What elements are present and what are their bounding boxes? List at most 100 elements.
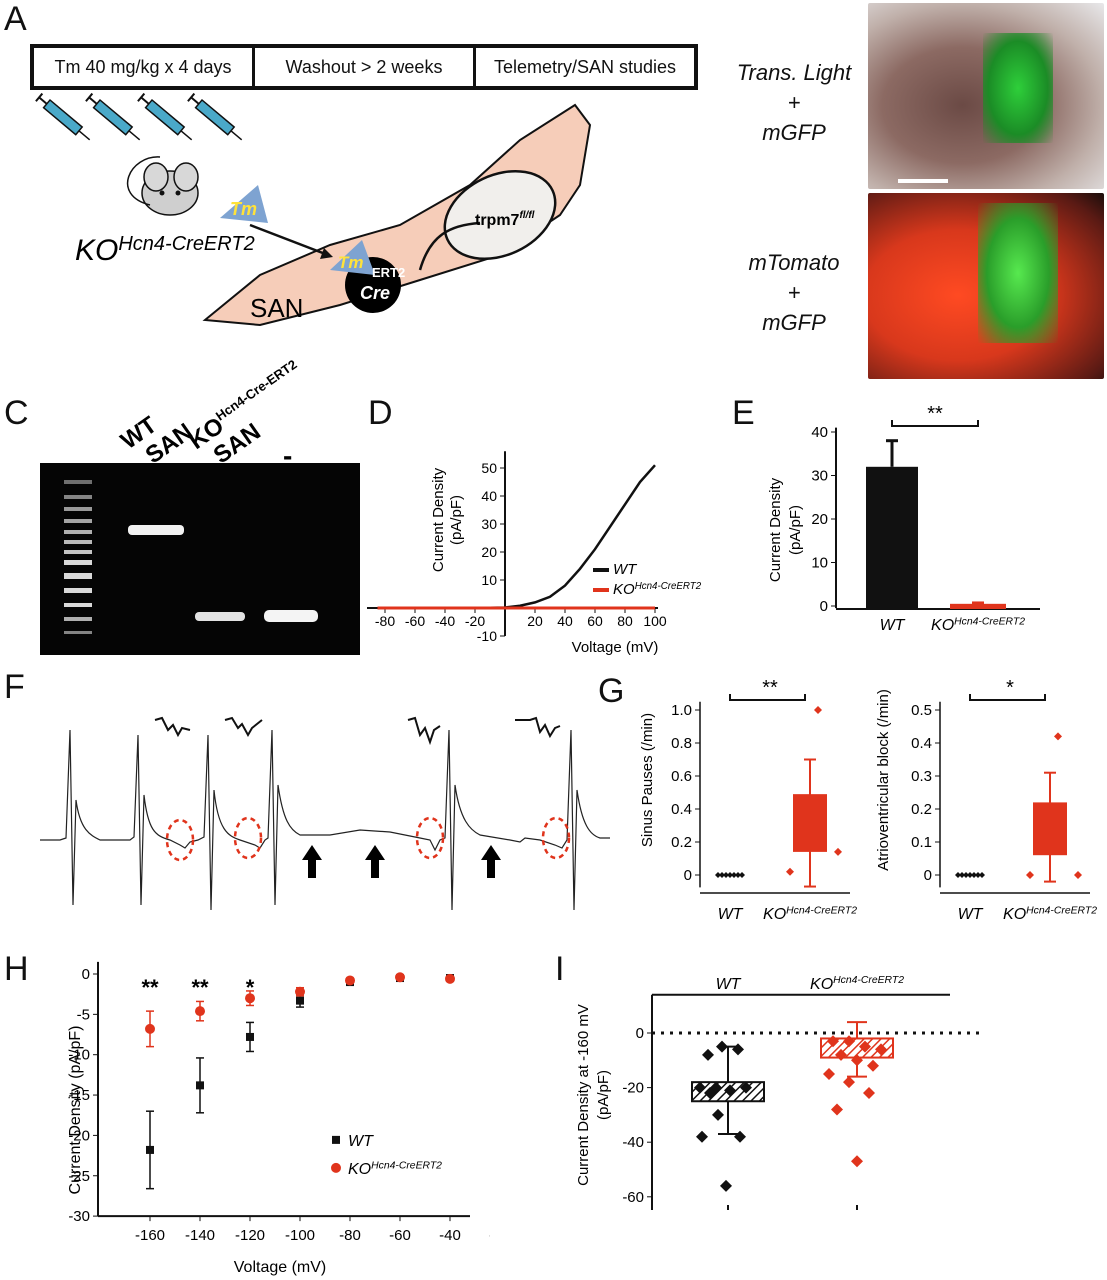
wt-point: [723, 872, 729, 878]
mtomato-label: mTomato+mGFP: [748, 250, 840, 335]
y-tick-label: 40: [811, 424, 828, 441]
wt-point: [719, 872, 725, 878]
x-tick-label: 40: [557, 613, 573, 629]
y-tick-label: 40: [481, 488, 497, 504]
ko-point: [867, 1059, 879, 1072]
ko-point: [831, 1103, 843, 1116]
wt-point: [146, 1145, 154, 1154]
gel-image: [40, 463, 360, 655]
bar-WT: [866, 466, 918, 609]
mouse-genotype-label: KOHcn4-CreERT2: [75, 233, 255, 267]
significance-label: **: [927, 403, 943, 425]
tm-triangle-icon: [220, 185, 268, 223]
y-tick-label: 0.4: [671, 801, 692, 818]
panel-label-i: I: [555, 950, 565, 988]
y-tick-label: -10: [477, 628, 497, 644]
wt-point: [735, 872, 741, 878]
legend-label: WT: [613, 561, 638, 578]
y-axis-label: (pA/pF): [787, 505, 804, 555]
y-tick-label: -30: [68, 1208, 90, 1225]
protocol-step: Washout > 2 weeks: [255, 48, 476, 86]
ert2-label: ERT2: [372, 265, 405, 280]
ko-point: [1026, 871, 1034, 879]
x-category-label: KOHcn4-CreERT2: [763, 905, 857, 923]
y-tick-label: 0: [82, 966, 90, 983]
ko-point: [245, 993, 255, 1004]
protocol-timeline: Tm 40 mg/kg x 4 days Washout > 2 weeks T…: [30, 44, 698, 90]
wt-point: [963, 872, 969, 878]
x-tick-label: -40: [435, 613, 455, 629]
ko-point: [834, 847, 842, 856]
ko-point: [851, 1155, 863, 1168]
cre-label: Cre: [360, 283, 390, 303]
y-axis-label: Current Density: [430, 467, 447, 572]
x-axis-label: Voltage (mV): [572, 639, 659, 656]
significance-label: **: [141, 975, 159, 1000]
y-tick-label: -60: [622, 1189, 644, 1206]
x-tick-label: -60: [389, 1227, 411, 1244]
panel-label-d: D: [368, 394, 393, 432]
y-axis-label: Current Density at -160 mV: [575, 1004, 592, 1186]
y-tick-label: 0: [820, 598, 828, 615]
significance-label: *: [1006, 677, 1014, 699]
wt-point: [734, 1130, 746, 1143]
wt-point: [740, 1081, 752, 1094]
wt-band: [128, 525, 184, 535]
wt-point: [731, 872, 737, 878]
ko-point: [875, 1043, 887, 1056]
scale-bar: [898, 179, 948, 183]
x-tick-label: -20: [489, 1227, 490, 1244]
ko-point: [786, 867, 794, 876]
gene-label: trpm7fl/fl: [475, 210, 535, 229]
x-category-label: WT: [958, 906, 984, 923]
significance-bracket: [891, 420, 979, 427]
x-category-label: KOHcn4-CreERT2: [810, 975, 904, 993]
y-axis-label: (pA/pF): [595, 1070, 612, 1120]
wt-point: [704, 1087, 716, 1100]
y-tick-label: 10: [481, 572, 497, 588]
x-axis-label: Voltage (mV): [234, 1259, 326, 1276]
x-category-label: WT: [880, 617, 906, 634]
y-tick-label: 30: [481, 516, 497, 532]
p-wave-marker: [165, 816, 571, 862]
panel-label-f: F: [4, 668, 25, 706]
mouse-icon: [127, 156, 199, 216]
y-tick-label: -15: [68, 1087, 90, 1104]
ko-point: [863, 1087, 875, 1100]
panel-label-h: H: [4, 950, 29, 988]
legend-label: KOHcn4-CreERT2: [348, 1160, 442, 1178]
y-tick-label: 0.3: [911, 768, 932, 785]
syringe-icon: [35, 92, 91, 141]
arrow-icon: [249, 223, 329, 257]
ko-point: [843, 1076, 855, 1089]
panel-c-gel: WTSAN KOHcn4-Cre-ERT2SAN -: [40, 357, 360, 655]
y-tick-label: 50: [481, 460, 497, 476]
panel-a-schematic: SAN trpm7fl/fl Cre Tm ERT2 Tm KOHcn4-Cre…: [35, 92, 592, 327]
trans-light-label: Trans. Light+mGFP: [736, 60, 852, 145]
ko-point: [814, 706, 822, 714]
p-wave-inset: [154, 716, 561, 746]
x-tick-label: -160: [135, 1227, 165, 1244]
lane2-label: KOHcn4-Cre-ERT2SAN: [183, 357, 322, 477]
ko-point: [1074, 871, 1082, 879]
y-tick-label: 10: [811, 555, 828, 572]
san-trans-light-image: [868, 3, 1104, 189]
y-tick-label: 0.8: [671, 735, 692, 752]
dropped-beat-arrow-icon: [302, 845, 501, 878]
y-tick-label: -20: [68, 1127, 90, 1144]
x-tick-label: -140: [185, 1227, 215, 1244]
syringe-icon: [85, 92, 141, 141]
arrow-icon: [418, 221, 481, 271]
wt-point: [702, 1048, 714, 1061]
wt-point: [196, 1081, 204, 1090]
nucleus-shape: [443, 169, 557, 261]
y-tick-label: 20: [481, 544, 497, 560]
y-axis-label: Current Density (pA/pF): [67, 1026, 84, 1195]
y-tick-label: 0.1: [911, 834, 932, 851]
y-axis-label: Atrioventricular block (/min): [875, 689, 892, 871]
panel-label-a: A: [4, 0, 27, 38]
significance-label: *: [246, 975, 255, 1000]
